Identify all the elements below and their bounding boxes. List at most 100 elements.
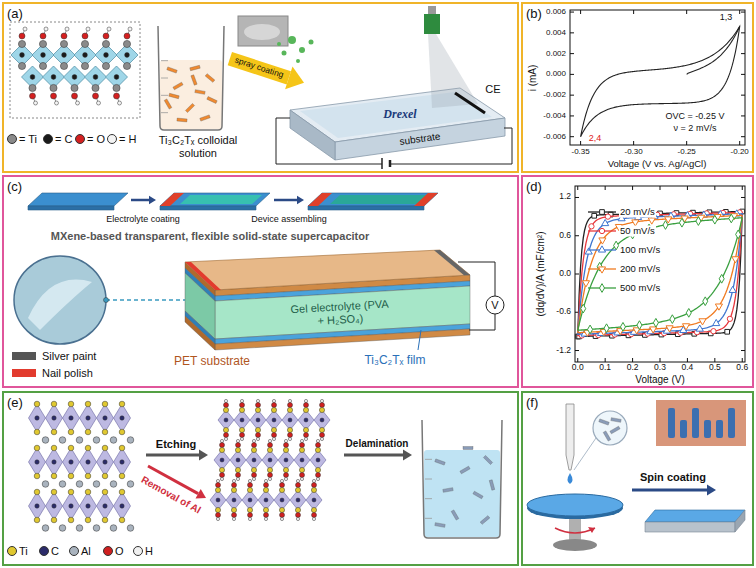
carbon-atom [104,53,109,58]
beaker [422,420,502,538]
battery-symbol [381,158,383,169]
titanium-atom [267,467,272,472]
carbon-atom [256,418,260,422]
spray-nozzle [428,6,436,14]
process-arrow [226,47,308,94]
oxygen-atom [61,33,67,39]
aluminium-atom [110,525,117,532]
hydrogen-atom [232,517,235,520]
tick [741,115,745,116]
oxygen-atom [320,433,325,438]
data-marker [670,315,675,324]
carbon-atom [35,504,39,508]
hydrogen-atom [272,437,275,440]
titanium-atom [102,489,108,495]
tick [742,358,743,362]
process-arrow [196,489,206,498]
titanium-atom [255,407,260,412]
device-photo [716,420,723,438]
octahedron [46,404,63,432]
data-marker [605,214,610,219]
titanium-atom [315,467,320,472]
legend-swatch [39,546,49,556]
legend-text: Silver paint [42,350,96,363]
tick [687,186,688,190]
tick [742,186,743,190]
aluminium-atom [76,525,83,532]
legend-text: 200 mV/s [619,264,661,275]
carbon-atom [296,498,300,502]
annotation: ν = 2 mV/s [674,123,717,133]
carbon-atom [52,416,56,420]
tick [741,74,745,75]
titanium-atom [271,427,276,432]
tick [605,358,606,362]
spin-coating-illustration [527,400,746,551]
axis-title: i (mA) [527,65,539,92]
titanium-atom [51,473,57,479]
photo-inset [244,24,280,40]
oxygen-atom [272,433,277,438]
annotation: OVC = -0.25 V [666,111,725,121]
oxygen-atom [300,473,305,478]
carbon-atom [120,416,124,420]
titanium-atom [39,40,46,47]
tick [660,186,661,190]
oxygen-atom [216,483,221,488]
arrow-label: Etching [156,438,196,451]
magnifier-inset [593,411,627,445]
titanium-atom [39,62,46,69]
legend-swatch [12,352,36,360]
rotation-arrow [555,528,595,533]
oxygen-atom [304,433,309,438]
oxygen-atom [268,443,273,448]
hydrogen-atom [312,479,315,482]
hydrogen-atom [232,479,235,482]
oxygen-atom [248,513,253,518]
substrate-sheet [28,193,128,206]
oxygen-atom [236,443,241,448]
process-arrow [632,489,707,492]
pipette [566,404,574,470]
tick-label: 0.3 [654,363,666,373]
octahedron [262,450,278,470]
oxygen-atom [288,433,293,438]
zoom-line [104,298,109,303]
mxene-flake [480,516,490,525]
aluminium-atom [42,525,49,532]
carbon-atom [52,504,56,508]
carbon-atom [103,504,107,508]
oxygen-atom [304,403,309,408]
titanium-atom [215,487,220,492]
tick [570,95,574,96]
aluminium-atom [76,481,83,488]
hydrogen-atom [248,517,251,520]
data-marker [703,297,708,306]
data-marker [653,318,658,327]
oxygen-atom [30,93,36,99]
tick [580,10,581,14]
tick-label: 0.004 [546,28,566,37]
legend-text: Al [81,545,91,558]
tick-label: 0.000 [546,70,566,79]
data-marker [686,308,691,317]
tick-label: -0.006 [543,132,566,141]
mxene-flake [190,65,200,70]
titanium-atom [219,447,224,452]
tick [633,10,634,14]
oxygen-atom [264,513,269,518]
logo-text: Drexel [383,108,416,122]
hydrogen-atom [296,479,299,482]
octahedron [210,490,226,510]
aluminium-atom [127,481,134,488]
titanium-atom [113,84,120,91]
figure-panel: (a) [2,2,519,173]
carbon-atom [312,498,316,502]
titanium-atom [119,473,125,479]
mxene-flake [435,459,445,465]
legend-swatch [7,546,17,556]
oxygen-atom [280,483,285,488]
device-layer [185,250,470,290]
titanium-atom [85,517,91,523]
tick [575,235,579,236]
